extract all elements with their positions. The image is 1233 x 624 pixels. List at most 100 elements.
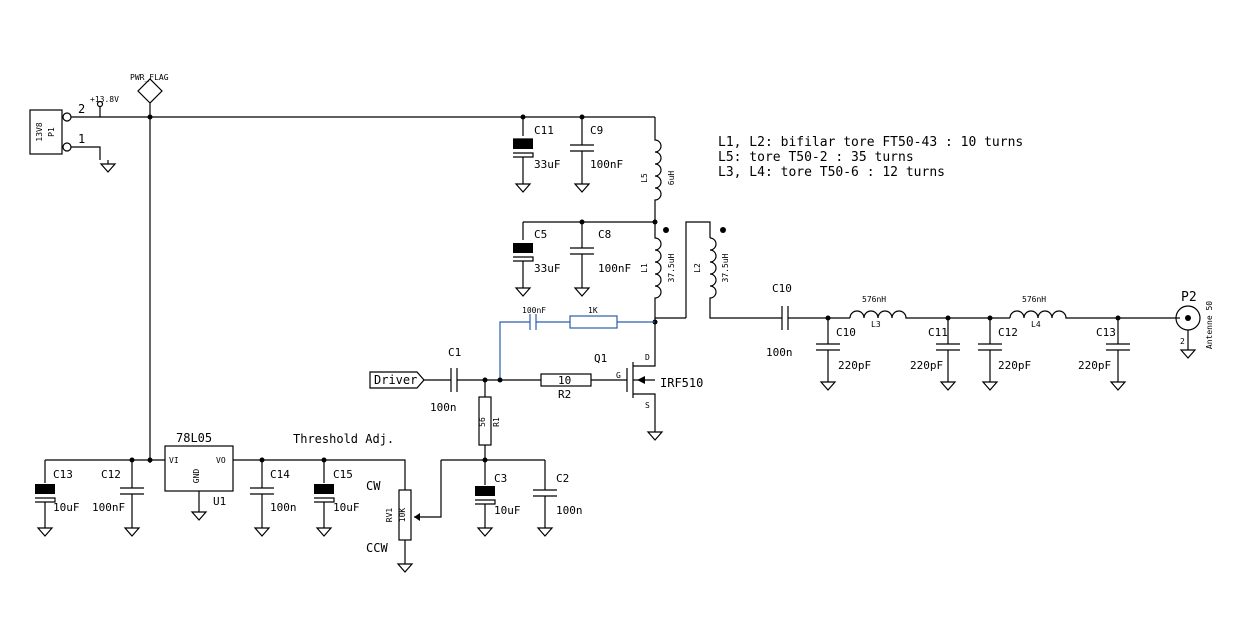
connector-p1: 13V8 P1 2 1 (29, 102, 85, 155)
svg-text:37.5uH: 37.5uH (721, 253, 730, 282)
svg-text:VO: VO (216, 456, 226, 465)
svg-text:10: 10 (558, 374, 571, 387)
p1-ref: P1 (47, 127, 56, 137)
svg-text:100n: 100n (556, 504, 583, 517)
svg-text:C2: C2 (556, 472, 569, 485)
svg-text:Antenne 50: Antenne 50 (1205, 301, 1214, 349)
svg-text:220pF: 220pF (910, 359, 943, 372)
svg-text:GND: GND (192, 469, 201, 484)
cap-c14: C14 100n (250, 460, 297, 537)
inductor-l3: 576nH L3 (849, 295, 1010, 329)
svg-text:L1: L1 (640, 263, 649, 273)
svg-text:576nH: 576nH (862, 295, 886, 304)
svg-text:100n: 100n (766, 346, 793, 359)
svg-text:C13: C13 (1096, 326, 1116, 339)
svg-text:D: D (645, 353, 650, 362)
svg-text:2: 2 (1180, 337, 1185, 346)
svg-text:10uF: 10uF (53, 501, 80, 514)
svg-text:C13: C13 (53, 468, 73, 481)
svg-text:P2: P2 (1181, 290, 1197, 305)
connector-p2: P2 Antenne 50 2 (1175, 290, 1214, 359)
p1-pin1-circle (62, 142, 72, 152)
potentiometer-rv1: 10K RV1 CW CCW (262, 459, 413, 573)
inductor-l2: L2 37.5uH (693, 227, 782, 319)
svg-text:C5: C5 (534, 228, 547, 241)
svg-text:C11: C11 (928, 326, 948, 339)
pwr-flag-label: PWR_FLAG (130, 73, 169, 82)
svg-text:CW: CW (366, 479, 381, 493)
svg-text:100nF: 100nF (522, 306, 546, 315)
threshold-label: Threshold Adj. (293, 432, 394, 446)
svg-text:100nF: 100nF (590, 158, 623, 171)
cap-c9: C9 100nF (570, 117, 623, 193)
svg-text:100nF: 100nF (92, 501, 125, 514)
svg-text:C14: C14 (270, 468, 290, 481)
svg-text:C9: C9 (590, 124, 603, 137)
svg-text:56: 56 (478, 417, 487, 427)
svg-text:L2: L2 (693, 263, 702, 273)
cap-c12-left: C12 100nF (92, 460, 144, 537)
notes-block: L1, L2: bifilar tore FT50-43 : 10 turns … (718, 135, 1023, 180)
svg-text:100nF: 100nF (598, 262, 631, 275)
cap-c15: C15 10uF (314, 460, 360, 537)
rv1-wiper-wire (414, 460, 442, 518)
c1-wires (424, 368, 541, 392)
svg-text:C10: C10 (772, 282, 792, 295)
cap-c2: C2 100n (533, 460, 583, 537)
ground-icon (100, 159, 116, 173)
svg-text:C12: C12 (101, 468, 121, 481)
svg-text:RV1: RV1 (385, 508, 394, 523)
p1-pin2-circle (62, 112, 72, 122)
inductor-l5: L5 6uH (640, 117, 676, 222)
svg-text:220pF: 220pF (1078, 359, 1111, 372)
svg-text:C12: C12 (998, 326, 1018, 339)
svg-text:33uF: 33uF (534, 262, 561, 275)
svg-text:R2: R2 (558, 388, 571, 401)
cap-c5: C5 33uF (513, 222, 561, 297)
cap-c11-top: C11 33uF (513, 117, 561, 193)
svg-text:220pF: 220pF (838, 359, 871, 372)
c1-ref: C1 (448, 346, 461, 359)
svg-text:576nH: 576nH (1022, 295, 1046, 304)
note-line-3: L3, L4: tore T50-6 : 12 turns (718, 165, 945, 180)
svg-text:Q1: Q1 (594, 352, 607, 365)
svg-text:C3: C3 (494, 472, 507, 485)
svg-text:100n: 100n (270, 501, 297, 514)
svg-text:L4: L4 (1031, 320, 1041, 329)
p1-value: 13V8 (35, 122, 44, 141)
svg-text:33uF: 33uF (534, 158, 561, 171)
p1-pin1-label: 1 (78, 132, 85, 146)
p1-pin2-label: 2 (78, 102, 85, 116)
feedback-network: 100nF 1K (499, 306, 655, 378)
svg-text:L3: L3 (871, 320, 881, 329)
svg-text:R1: R1 (492, 417, 501, 427)
svg-text:C10: C10 (836, 326, 856, 339)
svg-text:1K: 1K (588, 306, 598, 315)
svg-text:U1: U1 (213, 495, 226, 508)
svg-text:Driver: Driver (374, 373, 417, 387)
inductor-l4: 576nH L4 (1009, 295, 1176, 329)
svg-text:G: G (616, 371, 621, 380)
cap-c13-left: C13 10uF (35, 460, 80, 537)
cap-c10-series: C10 100n (766, 282, 850, 359)
cap-c13-shunt: C13 220pF (1078, 318, 1130, 391)
svg-text:IRF510: IRF510 (660, 376, 703, 390)
svg-text:C15: C15 (333, 468, 353, 481)
svg-text:C11: C11 (534, 124, 554, 137)
driver-port: Driver (369, 371, 425, 389)
resistor-r1: 56 R1 (478, 380, 501, 460)
svg-text:C8: C8 (598, 228, 611, 241)
svg-text:S: S (645, 401, 650, 410)
l2-hot-wire (685, 221, 711, 318)
pwr-flag: PWR_FLAG (130, 73, 169, 117)
svg-text:10K: 10K (398, 508, 407, 523)
svg-text:VI: VI (169, 456, 179, 465)
cap-c3: C3 10uF (475, 460, 521, 537)
c1-value: 100n (430, 401, 457, 414)
cap-c8: C8 100nF (570, 222, 631, 297)
svg-text:6uH: 6uH (667, 171, 676, 186)
svg-text:37.5uH: 37.5uH (667, 253, 676, 282)
cap-c12-shunt: C12 220pF (978, 318, 1031, 391)
resistor-r2: 10 R2 (540, 373, 627, 401)
